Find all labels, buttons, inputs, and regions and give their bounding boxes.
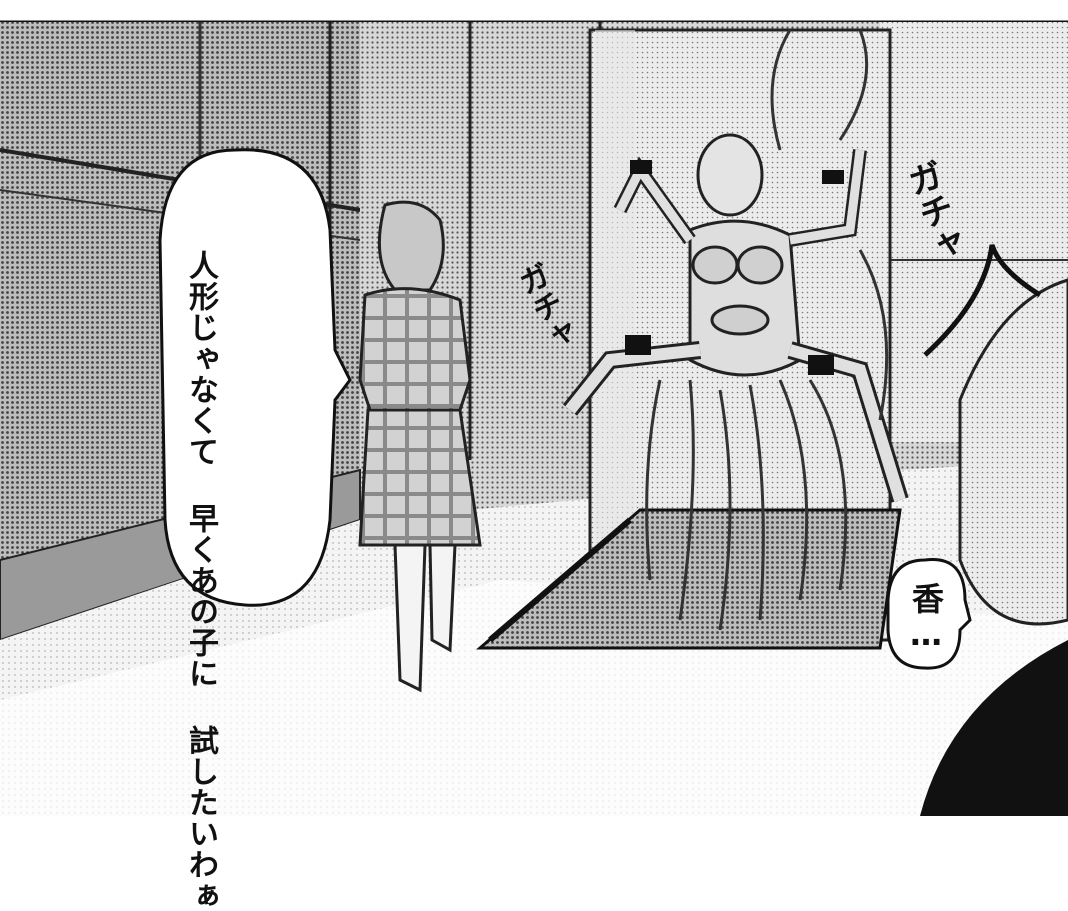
speech-bubble-main-shape — [158, 148, 352, 607]
speech-bubble-small: 香… — [907, 582, 945, 654]
speech-line-3: 試したいわぁ — [183, 725, 218, 911]
speech-line-2: 早くあの子に — [183, 503, 218, 689]
speech-bubble-small-shape — [886, 558, 972, 670]
manga-panel: 人形じゃなくて 早くあの子に 試したいわぁ 香… ガチャ ガチャ — [0, 20, 1068, 911]
panel-artwork — [0, 20, 1068, 816]
speech-bubble-main: 人形じゃなくて 早くあの子に 試したいわぁ — [180, 250, 220, 911]
speech-line-1: 人形じゃなくて — [183, 250, 218, 467]
speech-small-text: 香… — [907, 582, 945, 654]
